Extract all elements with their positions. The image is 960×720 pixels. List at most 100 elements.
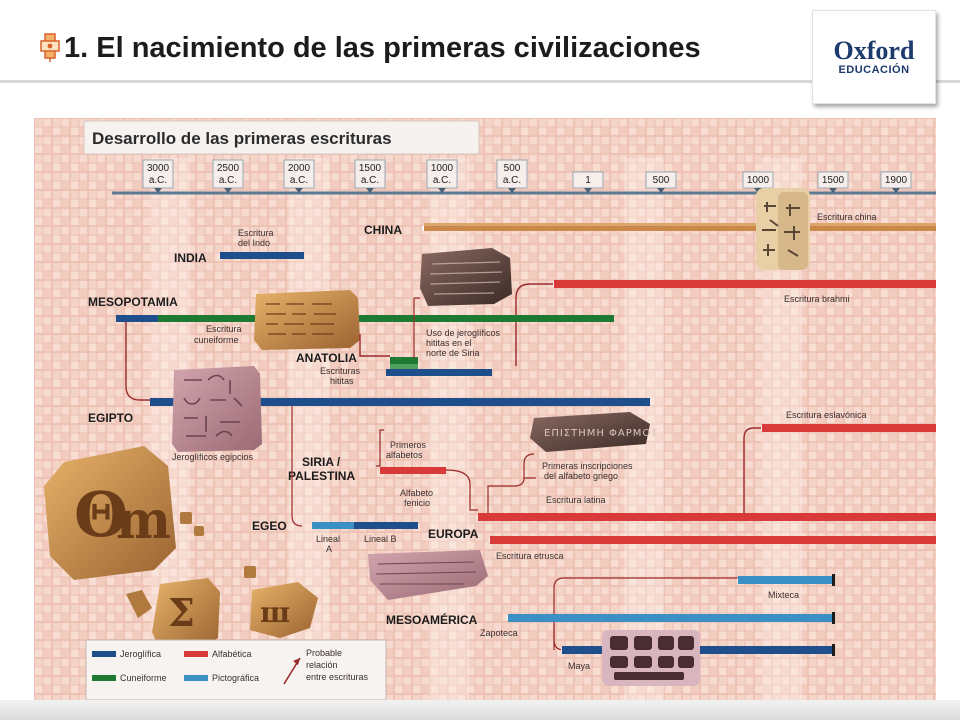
label-mixteca: Mixteca: [768, 590, 799, 600]
oxford-logo: Oxford EDUCACIÓN: [812, 10, 936, 104]
writing-development-diagram: Desarrollo de las primeras escrituras 30…: [34, 118, 936, 704]
region-egeo: EGEO: [252, 519, 287, 533]
etrusca-line: [490, 536, 936, 544]
svg-text:ΕΠΙΣΤΗΜΗ ΦΑΡΜΟΣ: ΕΠΙΣΤΗΜΗ ΦΑΡΜΟΣ: [544, 428, 659, 439]
label-latina: Escritura latina: [546, 495, 606, 505]
region-siria-1: SIRIA /: [302, 455, 341, 469]
legend-cuneiforme: Cuneiforme: [120, 673, 167, 683]
label-hititas-1: Escrituras: [320, 366, 361, 376]
svg-text:m: m: [116, 490, 171, 551]
mixteca-line: [738, 576, 834, 584]
label-brahmi: Escritura brahmi: [784, 294, 850, 304]
label-cuneiforme-2: cuneiforme: [194, 335, 239, 345]
time-tick-era: a.C.: [219, 175, 237, 186]
latina-line: [478, 513, 936, 521]
label-lineal-b: Lineal B: [364, 534, 397, 544]
egipto-line: [150, 398, 650, 406]
time-tick-label: 500: [504, 163, 521, 174]
stone-letters-image: Θ m Σ ш: [44, 446, 318, 650]
connector-brahmi: [515, 283, 554, 366]
slide-title: 1. El nacimiento de las primeras civiliz…: [40, 18, 701, 78]
legend-relacion-1: Probable: [306, 648, 342, 658]
bottom-bar: [0, 700, 960, 720]
brahmi-line: [554, 280, 936, 288]
label-lineal-a-2: A: [326, 544, 332, 554]
time-tick-era: a.C.: [361, 175, 379, 186]
legend: Jeroglífica Alfabética Cuneiforme Pictog…: [85, 639, 387, 701]
region-anatolia: ANATOLIA: [296, 351, 357, 365]
greek-inscription-image: ΕΠΙΣΤΗΜΗ ΦΑΡΜΟΣ: [530, 412, 659, 452]
bookmark-icon: [40, 33, 60, 62]
time-tick-label: 1: [585, 175, 591, 186]
label-indo-1: Escritura: [238, 228, 274, 238]
connector-mesoamerica: [553, 577, 740, 650]
time-tick-label: 3000: [147, 163, 170, 174]
label-uso-2: hititas en el: [426, 338, 472, 348]
maya-glyph-image: [602, 630, 700, 686]
region-mesoamerica: MESOAMÉRICA: [386, 612, 478, 627]
time-tick-label: 1000: [431, 163, 454, 174]
time-tick-label: 2500: [217, 163, 240, 174]
time-tick-era: a.C.: [503, 175, 521, 186]
inscription-tablet-image: [420, 248, 512, 306]
time-tick: 1: [572, 171, 604, 193]
connector-mesopotamia-egipto: [125, 322, 150, 401]
connector-eslavonica: [743, 427, 764, 518]
egeo-line-linear-a: [312, 522, 354, 529]
svg-text:Σ: Σ: [168, 590, 195, 635]
label-china: Escritura china: [817, 212, 877, 222]
label-fenicio-2: fenicio: [404, 498, 430, 508]
legend-jeroglifica: Jeroglífica: [120, 649, 161, 659]
region-europa: EUROPA: [428, 527, 479, 541]
label-indo-2: del Indo: [238, 238, 270, 248]
mesopotamia-line-hieroglyphic: [116, 315, 158, 322]
label-primeros-2: alfabetos: [386, 450, 423, 460]
label-etrusca: Escritura etrusca: [496, 551, 564, 561]
svg-text:ш: ш: [260, 596, 290, 629]
legend-pictografica: Pictográfica: [212, 673, 259, 683]
label-fenicio-1: Alfabeto: [400, 488, 433, 498]
title-divider: [0, 80, 960, 83]
region-siria-2: PALESTINA: [288, 469, 355, 483]
time-tick-label: 1000: [747, 175, 770, 186]
region-china: CHINA: [364, 223, 402, 237]
linear-b-tablet-image: [368, 550, 488, 600]
time-tick-label: 1900: [885, 175, 908, 186]
siria-line: [380, 467, 446, 474]
time-tick-label: 2000: [288, 163, 311, 174]
egeo-line-linear-b: [354, 522, 418, 529]
connector-egipto-europa: [291, 406, 303, 527]
legend-relacion-3: entre escrituras: [306, 672, 369, 682]
diagram-title: Desarrollo de las primeras escrituras: [92, 129, 392, 148]
label-griego-2: del alfabeto griego: [544, 471, 618, 481]
label-cuneiforme-1: Escritura: [206, 324, 242, 334]
time-tick: 1900: [880, 171, 912, 193]
label-hititas-2: hititas: [330, 376, 354, 386]
logo-subtitle: EDUCACIÓN: [838, 64, 910, 76]
time-tick: 1500: [817, 171, 849, 193]
time-tick-label: 500: [653, 175, 670, 186]
time-tick-era: a.C.: [290, 175, 308, 186]
legend-relacion-2: relación: [306, 660, 338, 670]
slide-title-text: 1. El nacimiento de las primeras civiliz…: [64, 31, 701, 64]
legend-alfabetica: Alfabética: [212, 649, 252, 659]
time-tick: 500: [645, 171, 677, 193]
mesopotamia-line-cuneiform: [158, 315, 614, 322]
time-tick-era: a.C.: [433, 175, 451, 186]
egyptian-hieroglyph-tablet-image: [172, 366, 262, 452]
cuneiform-tablet-image: [254, 290, 360, 350]
eslavonica-line: [762, 424, 936, 432]
label-maya: Maya: [568, 661, 590, 671]
label-primeros-1: Primeros: [390, 440, 427, 450]
anatolia-line-cuneiform: [390, 357, 418, 364]
china-line: [424, 223, 936, 231]
label-eslavonica: Escritura eslavónica: [786, 410, 867, 420]
label-uso-1: Uso de jeroglíficos: [426, 328, 501, 338]
anatolia-line-hieroglyphic: [386, 369, 492, 376]
